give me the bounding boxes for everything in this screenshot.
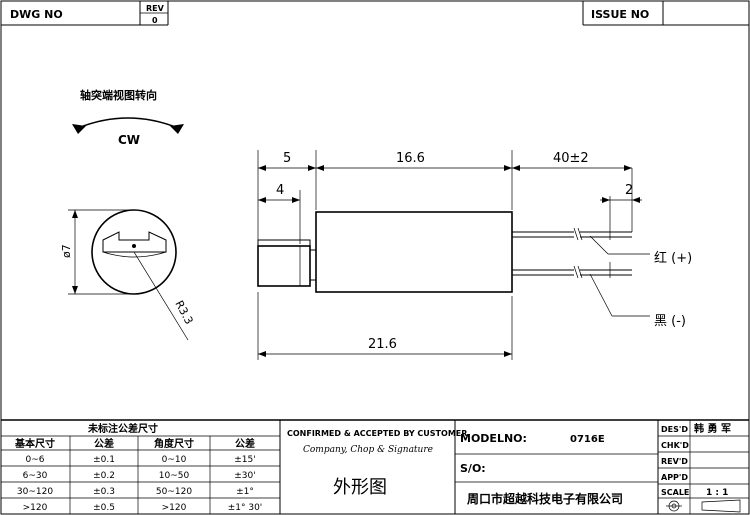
diameter-label: ø7 — [60, 244, 73, 258]
model-label: MODELNO: — [460, 432, 527, 445]
des-label: DES'D — [661, 425, 688, 434]
scale-label: SCALE — [661, 488, 689, 497]
rotation-title: 轴突端视图转向 — [80, 88, 157, 102]
rotation-note: 轴突端视图转向 CW — [72, 88, 184, 147]
rotation-direction: CW — [118, 133, 140, 147]
tolerance-header-cell: 公差 — [235, 437, 255, 450]
eccentric-weight — [257, 245, 311, 287]
scale-value: 1 : 1 — [706, 488, 728, 498]
tolerance-cell: 10~50 — [159, 471, 190, 481]
so-label: S/O: — [460, 462, 486, 475]
drawing-name: 外形图 — [333, 477, 387, 498]
tolerance-cell: 0~6 — [26, 455, 45, 465]
tolerance-cell: ±0.5 — [93, 503, 115, 513]
rev-value: 0 — [152, 16, 158, 25]
des-value: 韩 勇 军 — [694, 422, 731, 435]
arrow-right-icon — [170, 124, 184, 134]
tolerance-cell: ±30' — [234, 471, 255, 481]
company-name: 周口市超越科技电子有限公司 — [467, 491, 623, 506]
chk-label: CHK'D — [661, 441, 689, 450]
model-value: 0716E — [570, 434, 605, 445]
motor-side-view — [257, 211, 650, 317]
dim-4: 4 — [276, 183, 284, 198]
tolerance-cell: ±1° 30' — [228, 503, 263, 513]
motor-body — [315, 211, 513, 293]
tolerance-cell: ±15' — [234, 455, 255, 465]
tolerance-cell: 0~10 — [162, 455, 187, 465]
issue-header: ISSUE NO — [582, 1, 749, 26]
tolerance-cell: ±0.1 — [93, 455, 115, 465]
dim-2: 2 — [625, 183, 633, 198]
dim-21-6: 21.6 — [368, 337, 397, 352]
tolerance-cell: >120 — [23, 503, 48, 513]
tolerance-title: 未标注公差尺寸 — [87, 422, 158, 435]
red-wire-label: 红 (+) — [654, 250, 692, 266]
tolerance-cell: ±0.3 — [93, 487, 115, 497]
tolerance-header-cell: 公差 — [94, 437, 114, 450]
tolerance-header-cell: 基本尺寸 — [14, 437, 55, 450]
confirm-subtitle: Company, Chop & Signature — [303, 445, 433, 455]
motor-end-circle — [91, 209, 177, 295]
app-label: APP'D — [661, 473, 688, 482]
tolerance-cell: >120 — [162, 503, 187, 513]
tolerance-cell: 50~120 — [156, 487, 192, 497]
dim-40: 40±2 — [553, 151, 589, 166]
dwg-header: DWG NO REV 0 — [1, 1, 169, 26]
arrow-left-icon — [72, 124, 86, 134]
dwg-label: DWG NO — [10, 8, 63, 21]
radius-label: R3.3 — [172, 298, 195, 326]
title-block — [1, 419, 749, 514]
black-wire-label: 黑 (-) — [654, 314, 686, 329]
tolerance-rows: 0~6 ±0.1 0~10 ±15' 6~30 ±0.2 10~50 ±30' 30~120 ±0… — [17, 455, 262, 513]
confirm-title: CONFIRMED & ACCEPTED BY CUSTOMER — [287, 429, 467, 438]
dim-5: 5 — [283, 151, 291, 166]
rev-d-label: REV'D — [661, 457, 688, 466]
rev-label: REV — [146, 4, 165, 13]
issue-label: ISSUE NO — [591, 8, 649, 21]
tolerance-headers: 基本尺寸 公差 角度尺寸 公差 — [14, 437, 255, 450]
end-view: ø7 R3.3 — [60, 209, 196, 341]
tolerance-cell: 30~120 — [17, 487, 53, 497]
tolerance-cell: 6~30 — [23, 471, 48, 481]
dim-16-6: 16.6 — [396, 151, 425, 166]
tolerance-cell: ±1° — [236, 487, 254, 497]
tolerance-cell: ±0.2 — [93, 471, 115, 481]
rotation-arc — [77, 117, 179, 129]
dimension-lines — [257, 150, 642, 360]
tolerance-header-cell: 角度尺寸 — [154, 437, 194, 450]
